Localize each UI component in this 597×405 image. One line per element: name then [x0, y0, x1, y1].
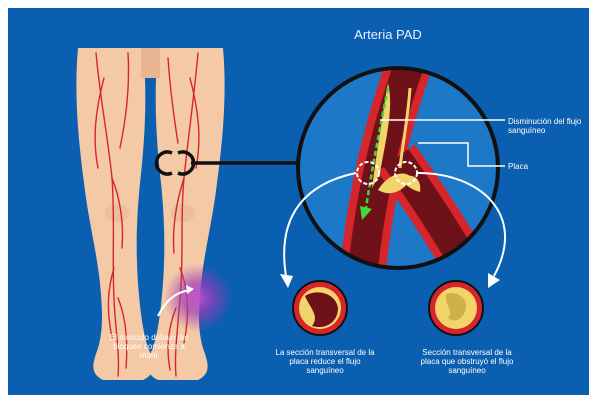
zoomed-artery [298, 68, 498, 268]
diagram-title: Arteria PAD [328, 28, 448, 43]
pad-diagram [8, 8, 589, 395]
left-knee [105, 204, 129, 222]
muscle-caption: El músculo debajo del bloqueo comienza a… [104, 333, 194, 361]
cross-section-blocked [429, 281, 483, 335]
reduced-flow-caption: La sección transversal de la placa reduc… [270, 348, 380, 376]
plaque-label: Placa [508, 162, 568, 171]
blocked-flow-caption: Sección transversal de la placa que obst… [412, 348, 522, 376]
muscle-damage-glow [164, 264, 232, 332]
cross-section-reduced [293, 281, 347, 335]
illustration-panel: Arteria PAD Disminución del flujo sanguí… [8, 8, 589, 395]
arrow-head-left [280, 274, 293, 288]
hip-shadow [141, 48, 160, 78]
flow-reduction-label: Disminución del flujo sanguíneo [508, 117, 589, 135]
